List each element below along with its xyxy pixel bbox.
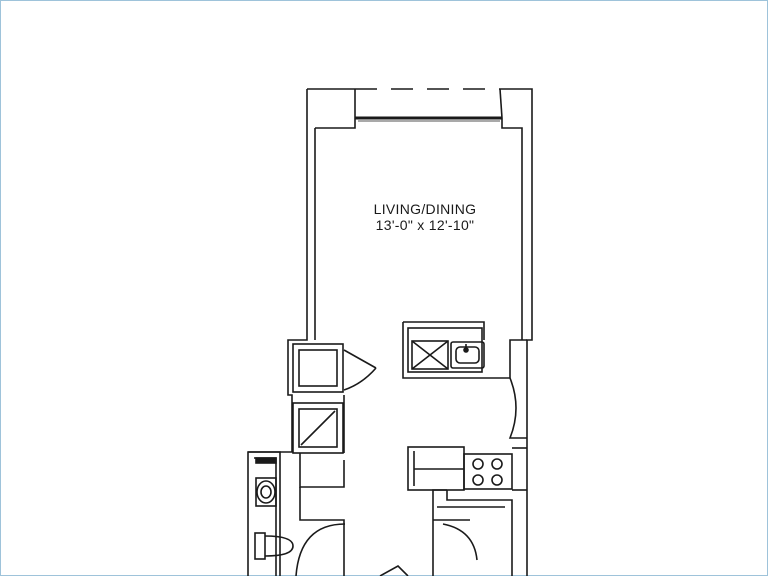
- room-dimensions-living-dining: 13'-0" x 12'-10": [375, 217, 475, 233]
- kitchen-sink: [450, 341, 485, 369]
- toilet: [254, 532, 294, 560]
- closet-door-swing: [343, 349, 377, 391]
- exterior-wall-inner: [314, 118, 523, 340]
- window: [354, 88, 503, 122]
- closet-upper: [292, 343, 344, 393]
- refrigerator: [508, 377, 527, 439]
- stove: [407, 446, 527, 491]
- exterior-wall-outer: [247, 88, 533, 576]
- closet-lower: [292, 395, 345, 488]
- hall-walls: [295, 487, 513, 576]
- bathroom: [248, 451, 281, 576]
- room-name-living-dining: LIVING/DINING: [373, 201, 477, 217]
